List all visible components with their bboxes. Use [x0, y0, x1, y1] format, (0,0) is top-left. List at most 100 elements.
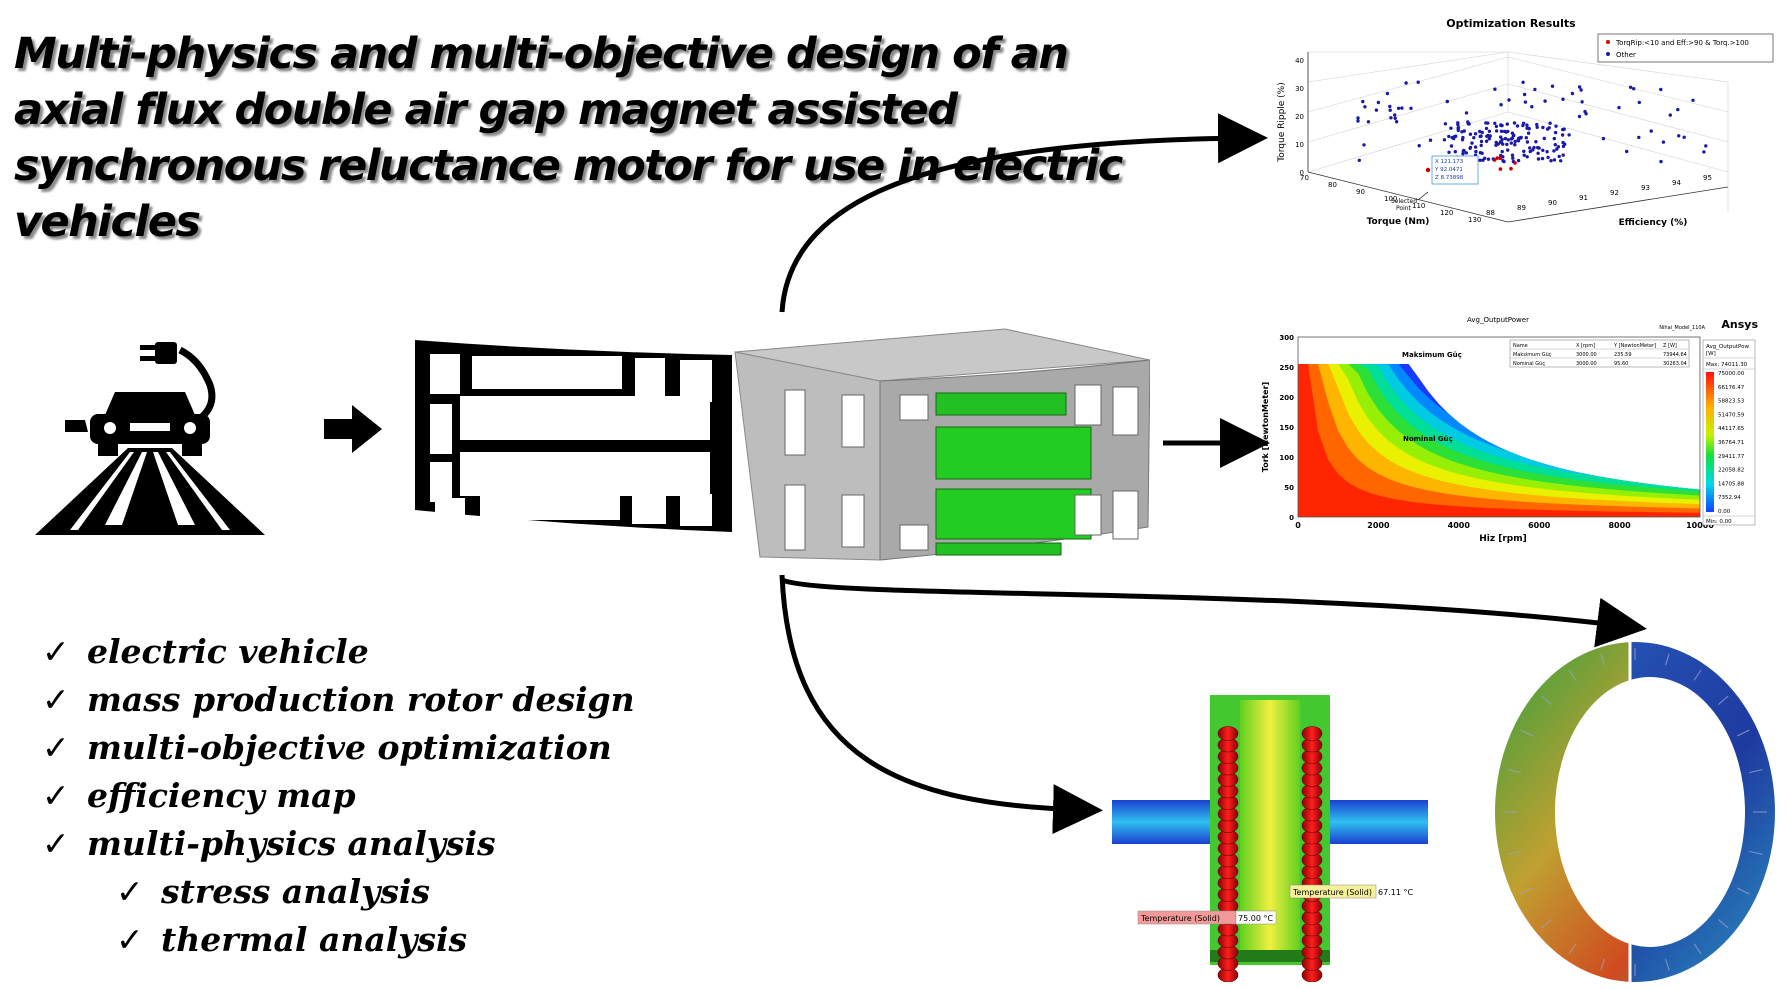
rotor-3d-model — [734, 328, 1150, 561]
scatter-point-other — [1704, 144, 1708, 148]
scatter-point-other — [1577, 114, 1582, 119]
efficiency-tick-label: 91 — [1579, 194, 1588, 202]
force-vector — [1718, 695, 1729, 705]
scatter-point-other — [1456, 123, 1460, 127]
scatter-point-other — [1562, 127, 1566, 131]
efficiency-tick-label: 95 — [1703, 174, 1712, 182]
scatter-point-other — [1494, 140, 1498, 145]
scatter-point-other — [1505, 122, 1509, 126]
force-vector — [1568, 943, 1577, 955]
checklist-item: ✓electric vehicle — [42, 628, 635, 676]
scatter-point-other — [1637, 135, 1641, 140]
scatter-point-other — [1553, 130, 1558, 135]
scatter-point-other — [1513, 139, 1517, 144]
page-title: Multi-physics and multi-objective design… — [14, 29, 1123, 247]
scatter-point-other — [1691, 98, 1695, 103]
scatter-point-other — [1480, 130, 1484, 135]
scatter-point-other — [1481, 158, 1485, 162]
scatter-point-other — [1445, 99, 1449, 104]
scatter-point-other — [1487, 137, 1491, 141]
scatter-point-other — [1502, 159, 1506, 164]
scatter-point-other — [1474, 149, 1478, 154]
scatter-point-other — [1513, 143, 1517, 147]
scatter-point-other — [1521, 80, 1525, 85]
scatter-point-other — [1659, 159, 1663, 164]
legend-max: Max: 74011.30 — [1706, 362, 1748, 368]
ripple-tick-label: 30 — [1295, 85, 1304, 93]
table-cell: 3000.00 — [1576, 352, 1597, 358]
legend-value: 29411.77 — [1718, 454, 1745, 460]
arrow-to-stress — [781, 577, 1647, 648]
scatter-point-other — [1519, 135, 1523, 140]
check-icon: ✓ — [42, 824, 70, 863]
scatter-point-other — [1554, 124, 1558, 128]
legend-value: 14705.88 — [1718, 481, 1745, 487]
checklist-label: multi-physics analysis — [87, 824, 496, 863]
scatter-point-other — [1494, 124, 1499, 129]
thermal-analysis-model: Temperature (Solid) 75.00 °C Temperature… — [1112, 695, 1428, 982]
scatter-point-other — [1541, 125, 1545, 130]
scatter-point-other — [1363, 105, 1367, 109]
torque-tick-label: 120 — [1440, 209, 1453, 217]
scatter-point-other — [1389, 116, 1393, 120]
scatter-point-other — [1442, 138, 1447, 142]
y-tick-label: 250 — [1279, 364, 1294, 372]
scatter-point-other — [1385, 91, 1390, 96]
efficiency-tick-label: 92 — [1610, 189, 1619, 197]
force-vector — [1520, 887, 1534, 895]
scatter-point-other — [1536, 151, 1540, 155]
force-vector — [1507, 850, 1522, 855]
scatter-point-other — [1393, 116, 1397, 121]
legend-value: 75000.00 — [1718, 371, 1745, 377]
scatter-point-other — [1499, 135, 1503, 139]
check-icon: ✓ — [42, 632, 70, 671]
efficiency-tick-label: 94 — [1672, 179, 1681, 187]
scatter-point-other — [1702, 150, 1706, 154]
probe-right: Temperature (Solid) 67.11 °C — [1289, 884, 1413, 899]
checklist-item: ✓ multi-physics analysis — [42, 820, 635, 868]
scatter-point-other — [1456, 126, 1461, 130]
force-vector — [1541, 919, 1552, 929]
scatter-point-other — [1505, 142, 1509, 147]
force-vector — [1665, 958, 1670, 971]
scatter-point-other — [1461, 152, 1465, 156]
scatter-point-other — [1512, 121, 1517, 125]
label-nominal-power: Nominal Güç — [1403, 435, 1453, 443]
ripple-tick-label: 0 — [1300, 169, 1304, 177]
scatter-point-other — [1534, 140, 1538, 144]
selected-point — [1425, 167, 1431, 173]
scatter-point-other — [1468, 145, 1473, 150]
stress-analysis-ring — [1495, 642, 1775, 982]
scatter-point-other — [1417, 144, 1421, 148]
scatter-point-other — [1535, 122, 1539, 127]
scatter-point-other — [1557, 154, 1561, 159]
scatter-point-other — [1632, 87, 1636, 91]
scatter-point-other — [1478, 151, 1483, 155]
scatter-points — [1356, 80, 1708, 176]
torque-tick-label: 110 — [1412, 202, 1425, 210]
force-vector — [1748, 850, 1763, 855]
scatter-point-other — [1676, 107, 1680, 112]
scatter-point-other — [1570, 91, 1575, 96]
scatter-point-other — [1552, 149, 1556, 153]
probe-right-value: 67.11 °C — [1378, 888, 1413, 897]
scatter-point-other — [1577, 85, 1582, 89]
table-header: Z [W] — [1663, 343, 1677, 349]
datatip-z: Z 8.73898 — [1435, 175, 1464, 181]
check-icon: ✓ — [116, 920, 144, 959]
scatter-point-other — [1527, 127, 1531, 131]
efficiency-tick-label: 88 — [1486, 209, 1495, 217]
scatter-point-other — [1580, 100, 1584, 104]
ansys-brand: Ansys — [1721, 318, 1758, 331]
scatter-point-other — [1682, 135, 1686, 139]
feature-checklist: ✓electric vehicle✓mass production rotor … — [42, 628, 635, 964]
scatter-point-other — [1449, 126, 1453, 130]
table-cell: 30263.04 — [1663, 361, 1687, 367]
scatter-point-other — [1506, 148, 1510, 152]
probe-right-label: Temperature (Solid) — [1292, 888, 1372, 897]
scatter-point-other — [1512, 133, 1516, 138]
scatter-point-other — [1409, 106, 1413, 111]
y-axis-label: Tork [NewtonMeter] — [1261, 382, 1270, 472]
